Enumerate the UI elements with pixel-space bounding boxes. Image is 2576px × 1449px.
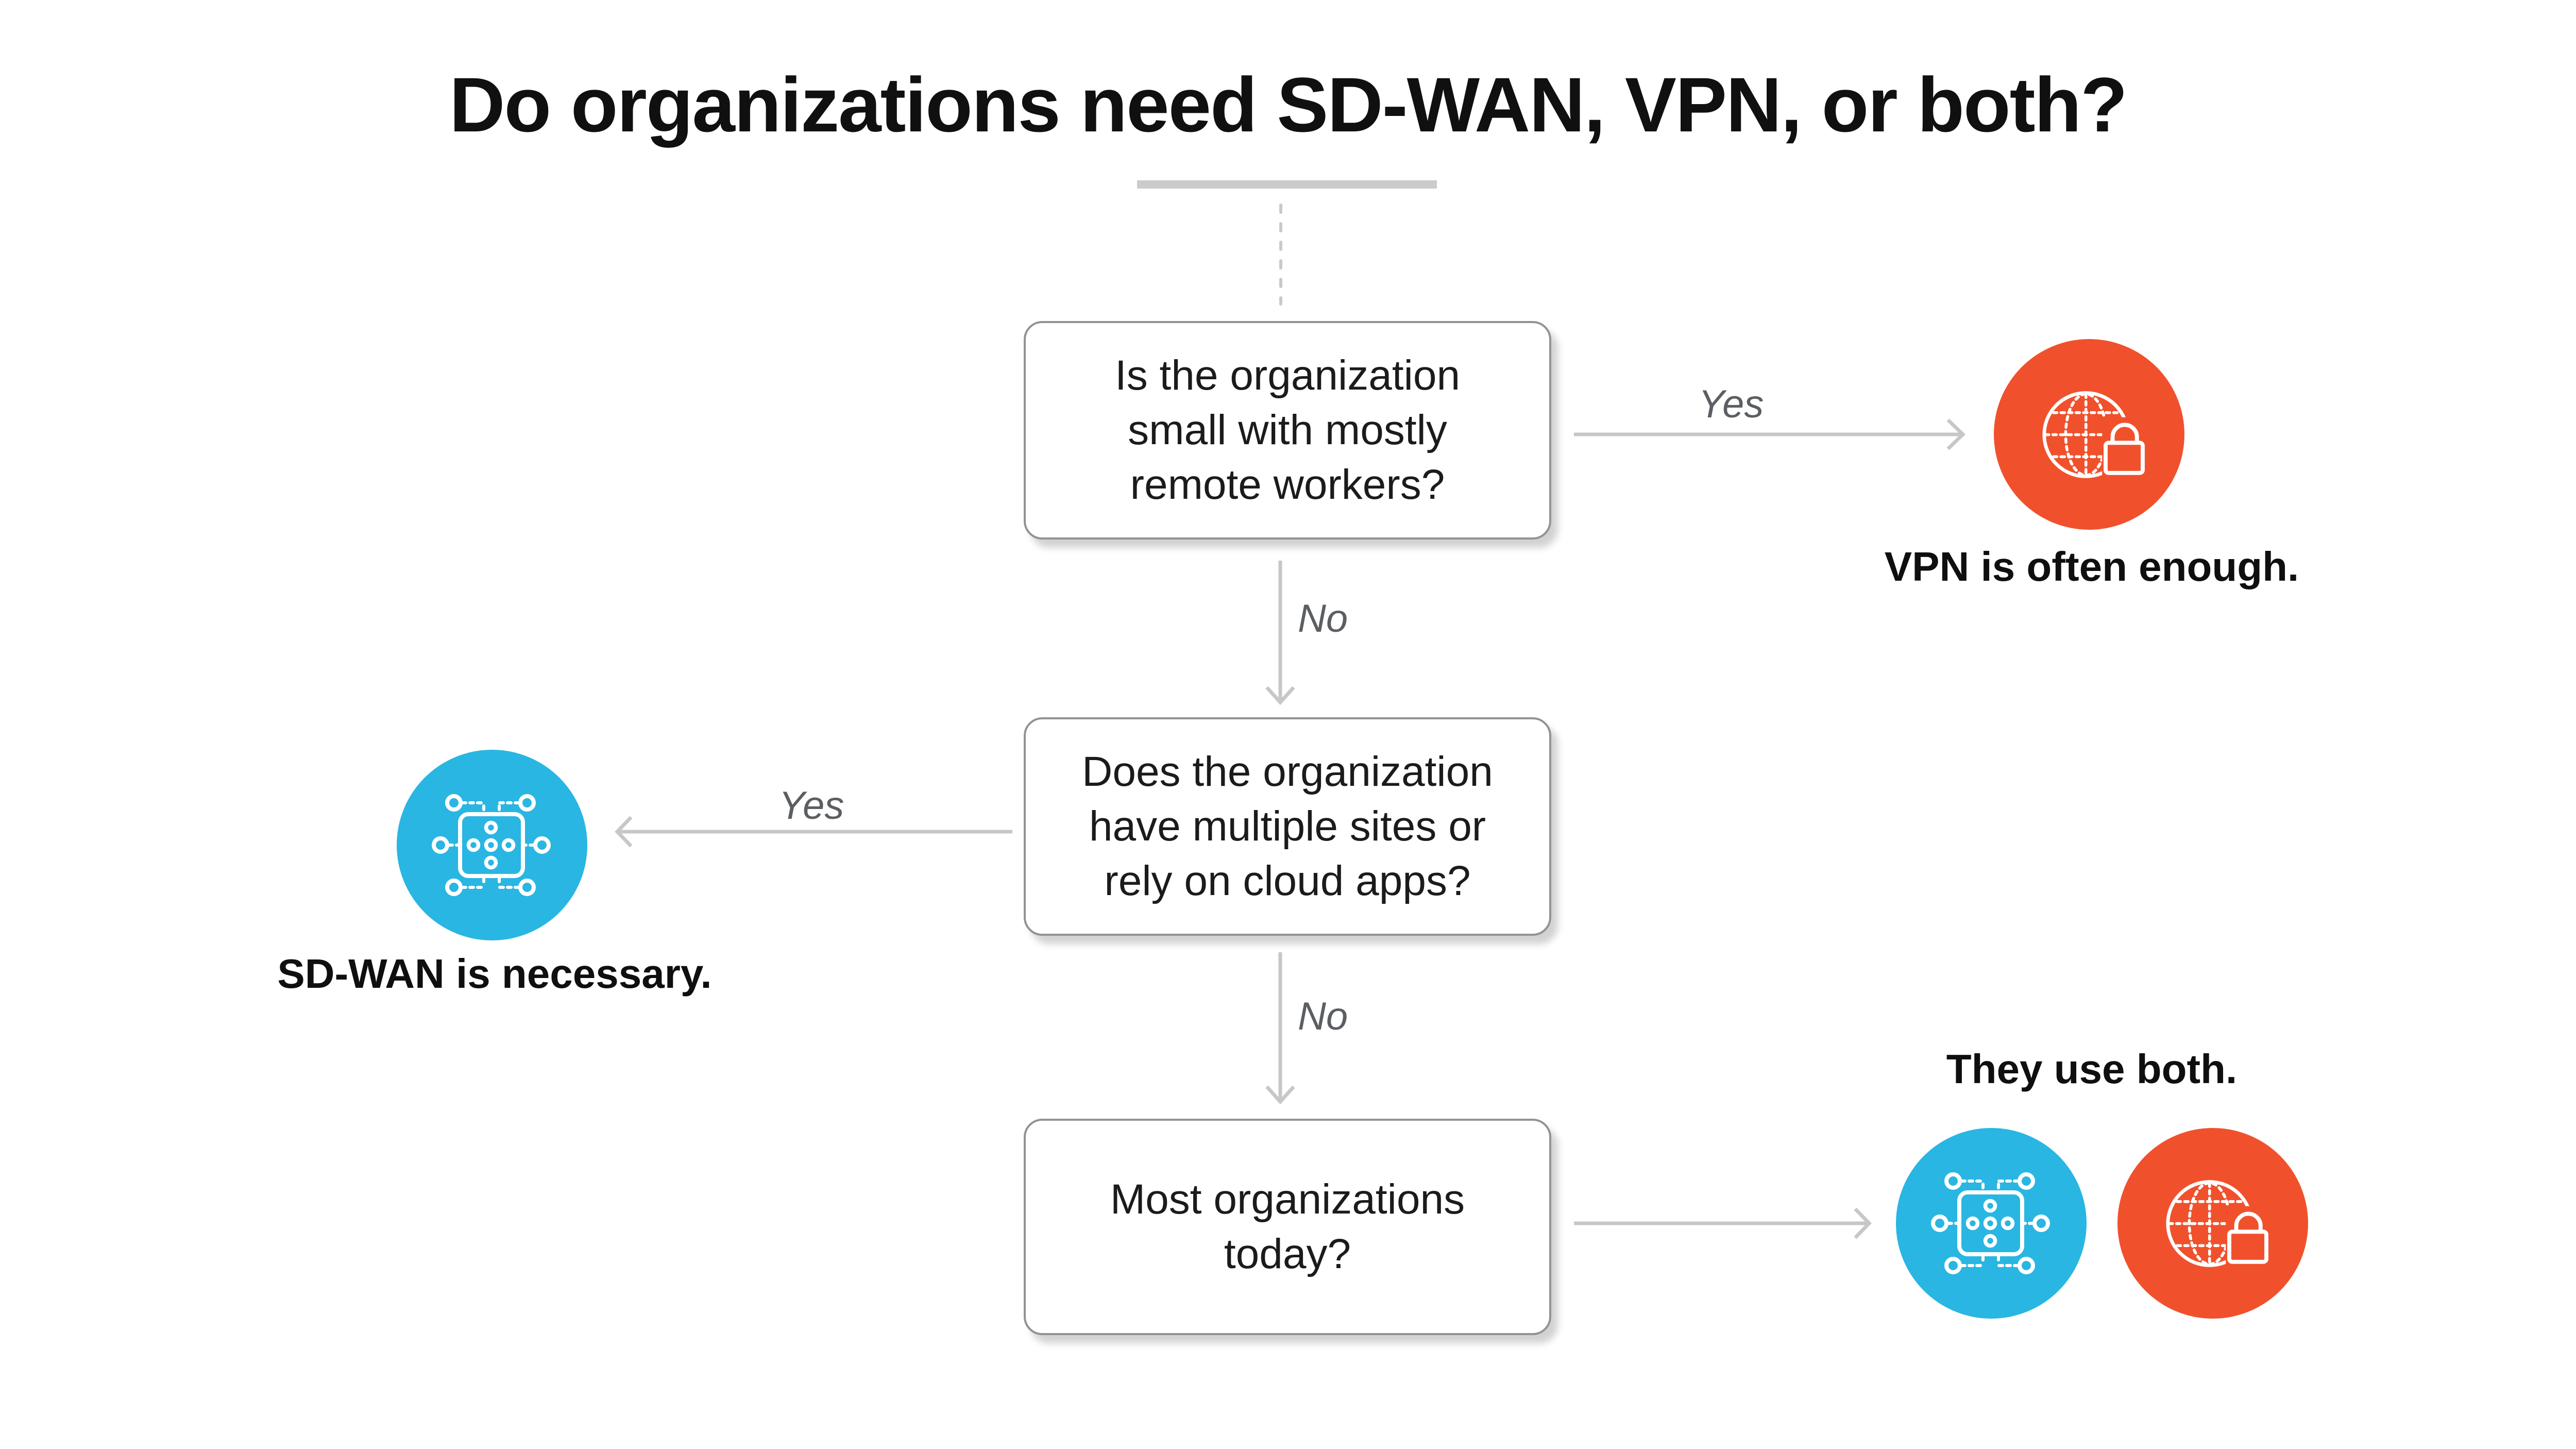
vpn-circle <box>1994 339 2184 530</box>
both-sdwan-circle <box>1896 1128 2087 1319</box>
arrow-q1-yes <box>1574 418 1966 450</box>
page-title: Do organizations need SD-WAN, VPN, or bo… <box>449 61 2128 148</box>
question-1-line-3: remote workers? <box>1130 461 1445 508</box>
question-2-line-3: rely on cloud apps? <box>1104 857 1471 904</box>
sdwan-result-label: SD-WAN is necessary. <box>277 951 712 997</box>
both-result-label: They use both. <box>1946 1046 2238 1092</box>
arrow-q1-no <box>1265 561 1295 705</box>
label-q2-yes: Yes <box>778 784 844 828</box>
globe-lock-icon <box>2042 391 2147 478</box>
arrow-q2-yes <box>615 816 1012 848</box>
label-q1-yes: Yes <box>1698 382 1764 426</box>
label-q1-no: No <box>1298 597 1348 641</box>
network-icon <box>1931 1172 2050 1274</box>
arrow-q3-both <box>1574 1207 1872 1239</box>
vpn-result-label: VPN is often enough. <box>1884 544 2299 589</box>
globe-lock-icon <box>2165 1180 2271 1267</box>
network-icon <box>432 794 551 896</box>
question-box-2: Does the organization have multiple site… <box>1024 717 1551 936</box>
arrow-q2-no <box>1265 952 1295 1105</box>
question-2-line-2: have multiple sites or <box>1089 803 1486 850</box>
question-3-line-1: Most organizations <box>1110 1176 1465 1223</box>
question-2-line-1: Does the organization <box>1082 748 1493 795</box>
sdwan-circle <box>397 750 587 940</box>
question-1-line-1: Is the organization <box>1114 352 1461 399</box>
question-3-line-2: today? <box>1224 1231 1351 1277</box>
question-1-line-2: small with mostly <box>1128 407 1447 453</box>
both-vpn-circle <box>2117 1128 2308 1319</box>
start-connector-dashed-line <box>1279 204 1282 306</box>
question-box-1: Is the organization small with mostly re… <box>1024 321 1551 540</box>
title-divider <box>1137 180 1437 189</box>
question-box-3: Most organizations today? <box>1024 1119 1551 1335</box>
label-q2-no: No <box>1298 995 1348 1038</box>
